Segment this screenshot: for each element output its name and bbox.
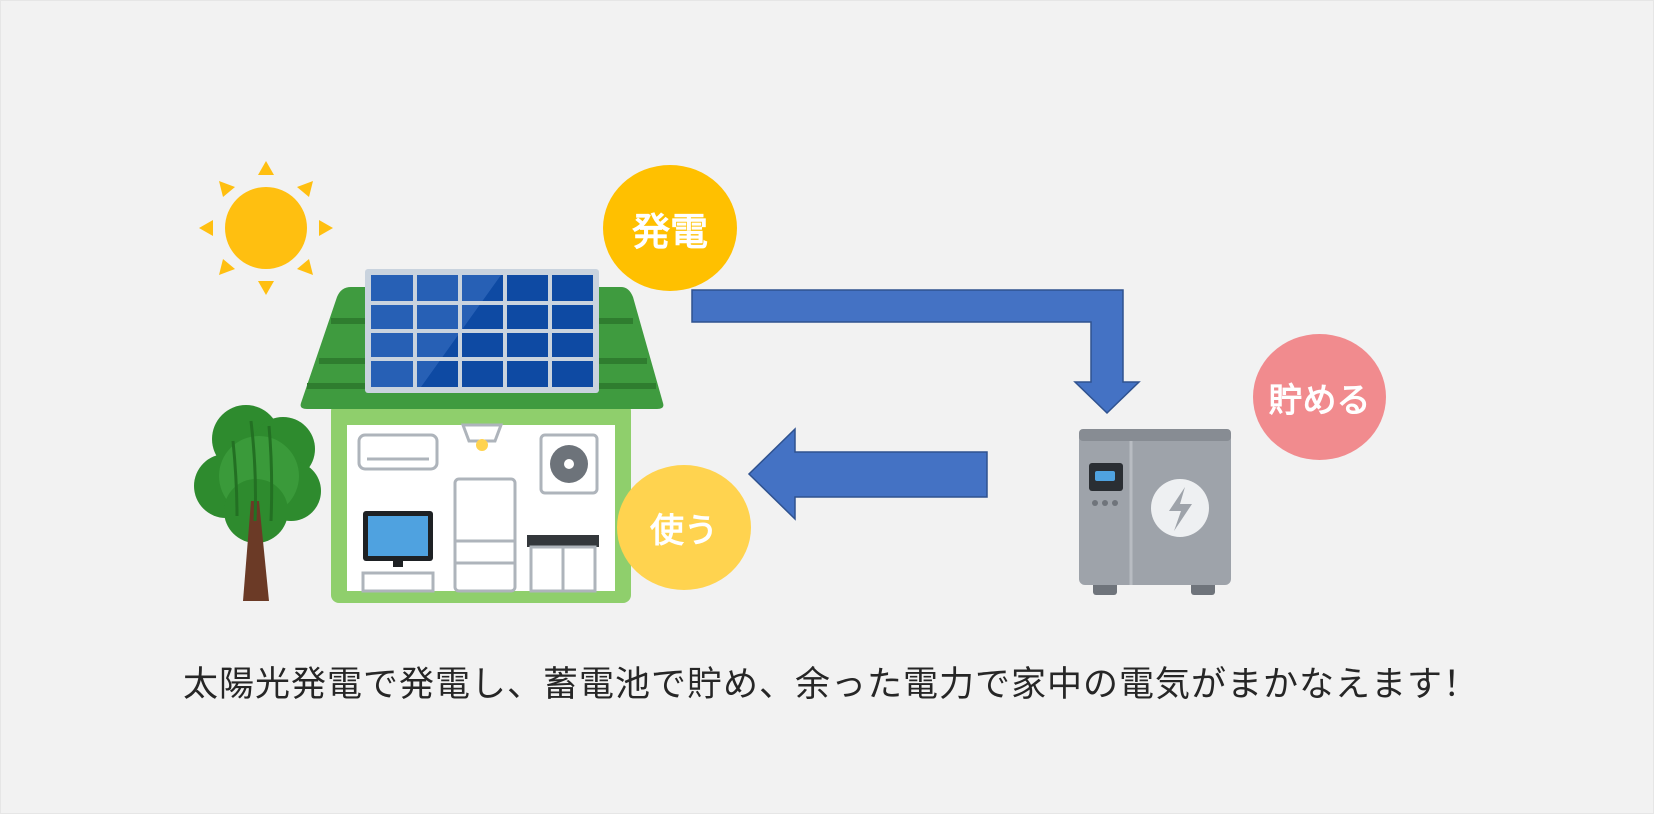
arrow-to-house [747,427,988,521]
tree-icon [194,405,321,601]
use-label: 使う [650,511,718,551]
store-label: 貯める [1268,380,1371,421]
caption-text: 太陽光発電で発電し、蓄電池で貯め、余った電力で家中の電気がまかなえます！ [182,665,1479,705]
sun-icon [199,161,333,295]
solar-panel-icon [365,269,599,393]
battery-unit-icon [1079,429,1231,595]
generate-label: 発電 [631,209,708,254]
store-bubble: 貯める [1253,334,1386,460]
house-icon [300,269,664,603]
generate-bubble: 発電 [603,165,737,291]
arrow-to-battery [691,289,1141,415]
lightning-icon [1151,479,1209,537]
use-bubble: 使う [617,465,751,590]
